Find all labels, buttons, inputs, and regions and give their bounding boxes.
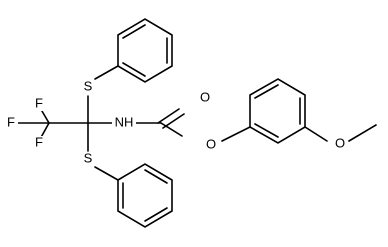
bottom-phenyl-double-1 [144,169,168,184]
bond-aryl-methoxy-o [304,126,328,142]
bond-stop-phenyl [94,65,119,80]
methoxyphenyl-double-3 [254,123,279,138]
bond-carbonyl-ester-o [160,122,183,137]
methoxyphenyl-double-1 [254,84,279,99]
bond-methoxy-o-ch3 [348,124,377,142]
atom-carbonyl-oxygen: O [200,89,210,104]
methoxyphenyl-ring [249,78,306,144]
atom-f2: F [7,114,15,129]
top-phenyl-double-3 [122,62,146,77]
atom-s-top: S [84,78,93,93]
bottom-phenyl-ring [117,163,173,228]
atom-s-bottom: S [84,150,93,165]
bond-ester-o-aryl [221,126,251,142]
bottom-phenyl-double-2 [144,207,168,222]
bond-sbottom-phenyl [94,166,119,181]
bond-carbonyl-o-double-a [157,108,180,124]
atom-ester-oxygen: O [206,136,216,151]
atom-f3: F [35,134,43,149]
top-phenyl-ring [117,18,173,83]
atom-nh: NH [115,114,134,129]
atom-methoxy-oxygen: O [335,135,345,150]
atom-f1: F [35,95,43,110]
top-phenyl-double-1 [122,24,146,39]
